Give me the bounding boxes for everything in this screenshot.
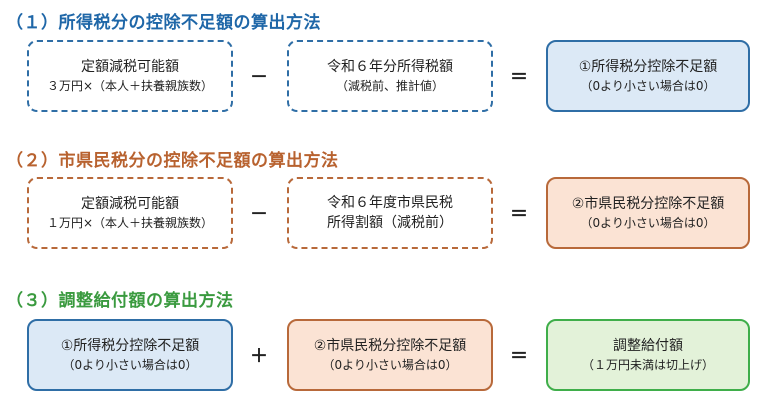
section-1-income-tax-note: （減税前、推計値） [335,79,444,93]
section-3-income-tax-shortfall-note: （0より小さい場合は0） [62,358,198,372]
section-2-fixed-reduction-formula: １万円×（本人＋扶養親族数） [46,216,214,230]
section-1-equals-operator: ＝ [510,67,528,88]
section-2-result-box: ②市県民税分控除不足額 （0より小さい場合は0） [546,177,750,249]
section-2-heading: （２）市県民税分の控除不足額の算出方法 [6,151,339,171]
section-2-resident-tax-subtitle: 所得割額（減税前） [327,215,453,231]
section-2-fixed-reduction-box: 定額減税可能額 １万円×（本人＋扶養親族数） [27,177,233,249]
section-1-fixed-reduction-title: 定額減税可能額 [81,59,179,75]
section-1-fixed-reduction-formula: ３万円×（本人＋扶養親族数） [46,79,214,93]
section-1-result-box: ①所得税分控除不足額 （0より小さい場合は0） [546,40,750,112]
section-3-plus-operator: ＋ [250,346,268,367]
section-3-heading: （３）調整給付額の算出方法 [6,291,234,311]
section-1-result-note: （0より小さい場合は0） [580,79,716,93]
section-2-result-title: ②市県民税分控除不足額 [571,196,725,212]
section-1-income-tax-title: 令和６年分所得税額 [327,59,453,75]
section-1-fixed-reduction-box: 定額減税可能額 ３万円×（本人＋扶養親族数） [27,40,233,112]
section-3-adjustment-benefit-title: 調整給付額 [613,338,683,354]
section-3-income-tax-shortfall-title: ①所得税分控除不足額 [60,338,200,354]
section-2-resident-tax-title: 令和６年度市県民税 [327,195,453,211]
section-3-resident-tax-shortfall-title: ②市県民税分控除不足額 [313,338,467,354]
section-3-income-tax-shortfall-box: ①所得税分控除不足額 （0より小さい場合は0） [27,319,233,391]
section-1-minus-operator: － [250,67,268,88]
section-2-result-note: （0より小さい場合は0） [580,216,716,230]
section-3-adjustment-benefit-box: 調整給付額 （１万円未満は切上げ） [546,319,750,391]
section-1-heading: （１）所得税分の控除不足額の算出方法 [6,13,321,33]
section-1-result-title: ①所得税分控除不足額 [578,59,718,75]
section-2-fixed-reduction-title: 定額減税可能額 [81,196,179,212]
section-2-equals-operator: ＝ [510,204,528,225]
section-3-adjustment-benefit-note: （１万円未満は切上げ） [581,358,714,372]
section-2-minus-operator: － [250,204,268,225]
section-1-income-tax-box: 令和６年分所得税額 （減税前、推計値） [287,40,493,112]
section-3-equals-operator: ＝ [510,346,528,367]
section-3-resident-tax-shortfall-box: ②市県民税分控除不足額 （0より小さい場合は0） [287,319,493,391]
section-2-resident-tax-box: 令和６年度市県民税 所得割額（減税前） [287,177,493,249]
section-3-resident-tax-shortfall-note: （0より小さい場合は0） [322,358,458,372]
